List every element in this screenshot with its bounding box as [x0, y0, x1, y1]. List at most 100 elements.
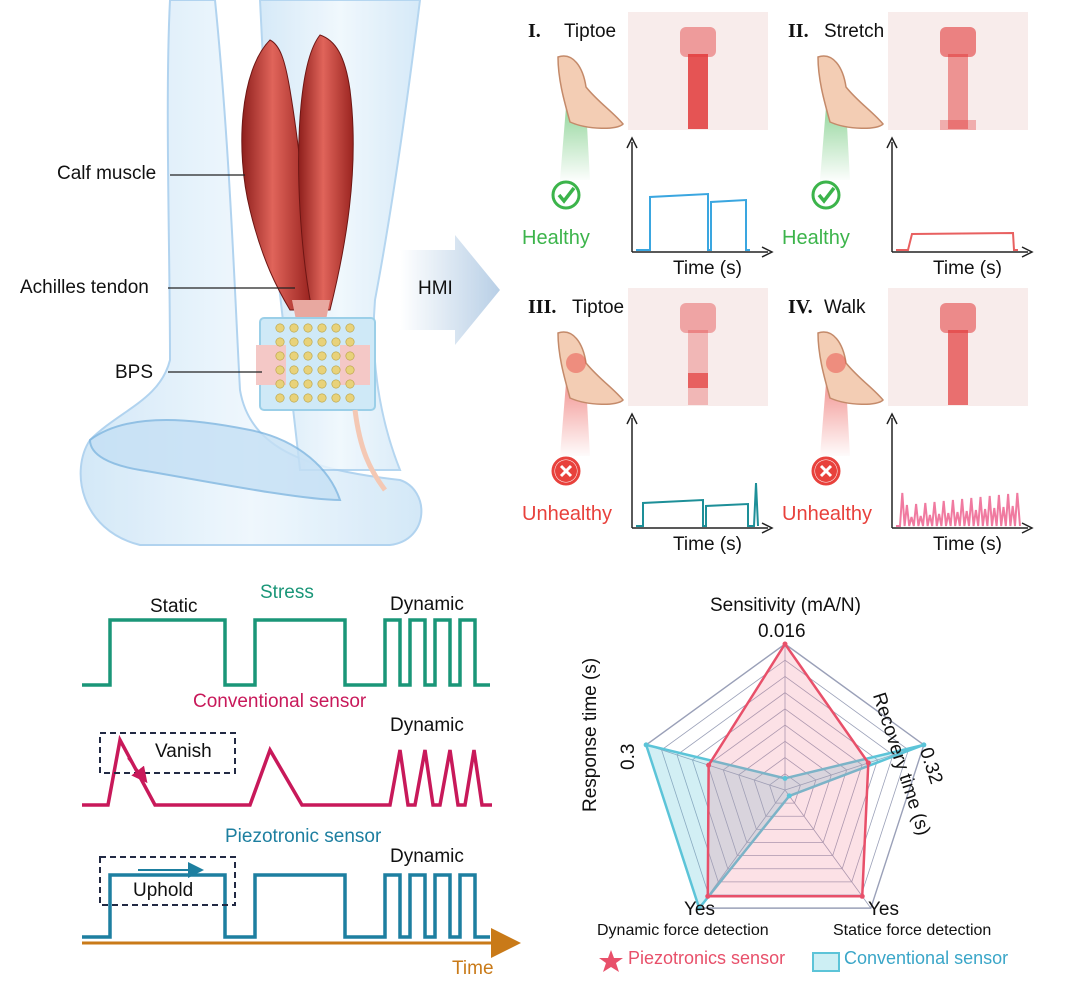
panel-roman: IV.: [788, 296, 813, 318]
pressure-map-shape: [940, 303, 976, 405]
radar-series-piezotronics: [706, 641, 870, 898]
pain-spot: [566, 353, 586, 373]
radar-point: [643, 742, 649, 748]
force-trace: [636, 192, 750, 251]
stress-label: Stress: [260, 582, 314, 603]
bps-dot: [275, 379, 285, 389]
conventional-dynamic-label: Dynamic: [390, 715, 464, 736]
vanish-label: Vanish: [155, 741, 212, 762]
panel-title: Stretch: [824, 21, 885, 42]
foot-icon: [557, 331, 624, 405]
radar-ring: [691, 692, 879, 870]
bps-dot: [289, 337, 299, 347]
radar-value-response: 0.3: [618, 743, 639, 770]
legend-conventional-swatch: [812, 952, 840, 972]
bps-electrode-left: [256, 345, 286, 385]
bps-dot: [331, 365, 341, 375]
legend-star-icon: [599, 950, 623, 972]
foot-bones: [88, 419, 342, 502]
radar-axis-dynamic: Dynamic force detection: [597, 922, 769, 939]
stress-dynamic-label: Dynamic: [390, 594, 464, 615]
pressure-map-shape: [680, 303, 716, 405]
force-trace: [636, 482, 759, 527]
pressure-map-shape: [940, 27, 976, 130]
panel-title: Tiptoe: [564, 21, 617, 42]
pain-spot: [826, 353, 846, 373]
x-axis-label: Time (s): [673, 534, 742, 555]
conventional-waveform: [82, 734, 492, 807]
bps-dot: [275, 351, 285, 361]
calf-muscle-left: [241, 39, 311, 311]
bps-label: BPS: [115, 362, 154, 383]
bps-sensor-array: [275, 323, 355, 403]
bps-dot: [345, 323, 355, 333]
radar-point: [705, 893, 711, 899]
piezotronic-waveform: [82, 873, 490, 939]
radar-ring: [722, 724, 848, 843]
bps-dot: [289, 379, 299, 389]
bps-dot: [317, 323, 327, 333]
radar-point: [782, 775, 788, 781]
health-status: Healthy: [782, 227, 850, 249]
static-label: Static: [150, 596, 198, 617]
radar-point: [706, 762, 712, 768]
radar-chart: [643, 641, 927, 911]
piezotronic-dynamic-label: Dynamic: [390, 846, 464, 867]
panel-title: Walk: [824, 297, 866, 318]
piezotronic-label: Piezotronic sensor: [225, 826, 382, 847]
panel-roman: II.: [788, 20, 809, 42]
bps-dot: [345, 379, 355, 389]
radar-axis-sensitivity: Sensitivity (mA/N): [710, 595, 861, 616]
foot-icon: [557, 55, 624, 129]
radar-ring: [707, 708, 863, 857]
conventional-label: Conventional sensor: [193, 691, 367, 712]
bps-dot: [317, 365, 327, 375]
legend-conventional: Conventional sensor: [844, 948, 1009, 968]
bps-dot: [275, 393, 285, 403]
x-axis-label: Time (s): [673, 258, 742, 279]
radar-point: [859, 893, 865, 899]
bps-dot: [331, 351, 341, 361]
bps-dot: [303, 351, 313, 361]
bps-dot: [275, 365, 285, 375]
hmi-label: HMI: [418, 278, 453, 299]
radar-series-conventional: [644, 743, 925, 911]
achilles-tendon-label: Achilles tendon: [20, 277, 149, 298]
x-axis-label: Time (s): [933, 258, 1002, 279]
force-trace: [896, 492, 1021, 527]
bps-dot: [331, 379, 341, 389]
front-leg-outline: [79, 0, 423, 546]
health-status: Unhealthy: [522, 503, 613, 525]
radar-value-dynamic: Yes: [684, 899, 715, 920]
health-status: Healthy: [522, 227, 590, 249]
signal-comparison: [82, 618, 521, 958]
vanish-box: [99, 732, 236, 774]
radar-point: [786, 793, 792, 799]
radar-value-sensitivity: 0.016: [758, 621, 806, 642]
radar-ring: [645, 643, 925, 909]
calf-muscle-label: Calf muscle: [57, 163, 157, 184]
check-icon: [551, 180, 581, 210]
radar-ring: [676, 675, 894, 883]
bps-dot: [303, 393, 313, 403]
bps-electrode-right: [340, 345, 370, 385]
radar-ring: [661, 659, 909, 896]
x-axis-label: Time (s): [933, 534, 1002, 555]
check-icon: [811, 180, 841, 210]
radar-point: [921, 742, 927, 748]
bps-dot: [289, 393, 299, 403]
foot-icon: [817, 55, 884, 129]
radar-point: [782, 641, 788, 647]
vanish-arrow: [127, 757, 148, 784]
bps-dot: [331, 393, 341, 403]
bps-dot: [275, 323, 285, 333]
bps-dot: [345, 365, 355, 375]
panel-roman: I.: [528, 20, 541, 42]
legend-piezotronics: Piezotronics sensor: [628, 948, 786, 968]
bps-dot: [303, 379, 313, 389]
bps-dot: [303, 337, 313, 347]
panel-roman: III.: [528, 296, 557, 318]
